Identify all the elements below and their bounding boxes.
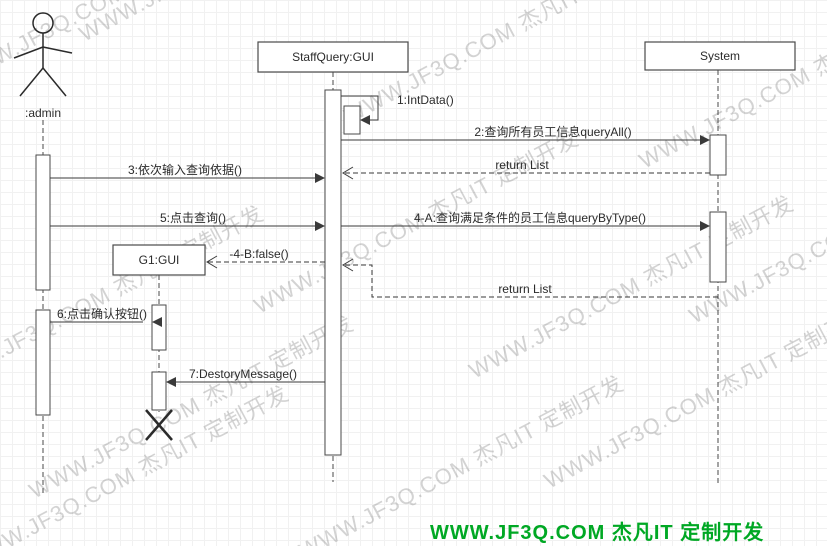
arrowhead: [315, 221, 325, 231]
gui-self-call-activation: [343, 105, 361, 135]
message-label-3: 3:依次输入查询依据(): [128, 162, 242, 177]
message-label-2: 2:查询所有员工信息queryAll(): [474, 124, 631, 139]
message-label-7: 7:DestoryMessage(): [189, 367, 297, 381]
arrowhead: [166, 377, 176, 387]
message-label-6: 6:点击确认按钮(): [57, 306, 147, 321]
g1-activation-2: [151, 371, 167, 411]
g1-object-label: G1:GUI: [139, 253, 180, 267]
message-return-1: [342, 166, 710, 180]
gui-object-box: [257, 41, 409, 73]
system-activation-2: [709, 211, 727, 283]
admin-activation-1: [35, 154, 51, 291]
message-queryall: [341, 135, 710, 145]
arrowhead: [700, 135, 710, 145]
message-destroy: [166, 377, 325, 387]
arrowhead: [700, 221, 710, 231]
footer-watermark: WWW.JF3Q.COM 杰凡IT 定制开发: [430, 522, 765, 544]
actor-label: :admin: [25, 106, 61, 120]
g1-activation-1: [151, 304, 167, 351]
activation-bars: [35, 89, 727, 456]
g1-object-box: [112, 244, 206, 276]
message-click-confirm: [50, 317, 162, 327]
arrowhead: [360, 115, 370, 125]
message-self-call: [341, 95, 379, 125]
admin-activation-2: [35, 309, 51, 416]
message-label-5: 5:点击查询(): [160, 211, 226, 225]
open-arrowhead: [206, 255, 218, 269]
arrowhead: [152, 317, 162, 327]
gui-object-label: StaffQuery:GUI: [292, 50, 374, 64]
system-object-box: [644, 41, 796, 71]
message-click-query: [50, 221, 325, 231]
system-activation-1: [709, 134, 727, 176]
message-label-4b: -4-B:false(): [229, 247, 288, 261]
arrowhead: [315, 173, 325, 183]
destroy-x-icon: [145, 409, 173, 441]
message-querybytype: [341, 221, 710, 231]
message-label-1: 1:IntData(): [397, 93, 454, 107]
message-label-return2: return List: [498, 282, 552, 296]
gui-activation: [324, 89, 342, 456]
message-return-2: [342, 258, 718, 298]
actor-icon: [13, 12, 73, 97]
object-boxes: [112, 41, 796, 276]
system-object-label: System: [700, 49, 740, 63]
message-label-4a: 4-A:查询满足条件的员工信息queryByType(): [414, 210, 646, 225]
message-label-return1: return List: [495, 158, 549, 172]
message-input-criteria: [50, 173, 325, 183]
open-arrowhead: [342, 166, 354, 180]
message-false: [206, 255, 325, 269]
open-arrowhead: [342, 258, 354, 272]
